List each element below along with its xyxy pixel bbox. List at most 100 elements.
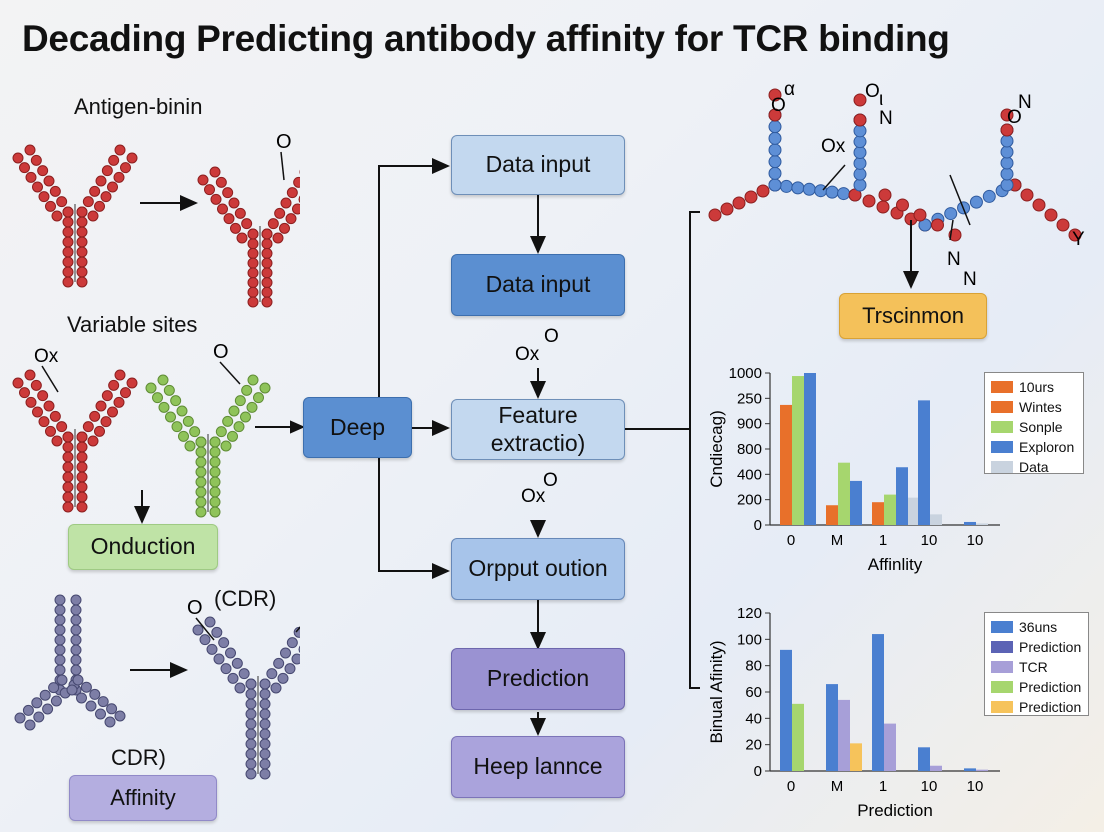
legend-entry: Prediction [991, 677, 1082, 697]
molecule-label-3: N [879, 108, 893, 129]
legend-swatch [991, 661, 1013, 673]
legend-label: 10urs [1019, 379, 1055, 395]
bar [826, 684, 838, 771]
y-tick-label: 60 [745, 684, 762, 701]
bar [930, 765, 942, 771]
flow-atom-ox-2: Ox [521, 486, 546, 507]
y-tick-label: 0 [754, 763, 762, 780]
atom-o-2: O [213, 341, 229, 363]
x-tick-label: 10 [967, 532, 984, 549]
flow-atom-o-2: O [543, 470, 558, 491]
data-input-box-2: Data input [451, 254, 625, 316]
x-tick-label: 10 [921, 532, 938, 549]
bar [964, 768, 976, 771]
y-tick-label: 120 [737, 605, 762, 622]
bar [918, 400, 930, 525]
flow-atom-ox-1: Ox [515, 344, 540, 365]
y-tick-label: 80 [745, 658, 762, 675]
heep-box: Heep lannce [451, 736, 625, 798]
antibody-red-3 [12, 369, 138, 513]
x-tick-label: 10 [921, 778, 938, 795]
bar [918, 747, 930, 771]
prediction-box: Prediction [451, 648, 625, 710]
molecule-label-4: ι [879, 89, 883, 110]
y-tick-label: 0 [754, 517, 762, 534]
x-tick-label: 0 [787, 532, 795, 549]
legend-entry: Prediction [991, 697, 1082, 717]
atom-o-1: O [276, 131, 292, 153]
x-tick-label: 0 [787, 778, 795, 795]
legend-entry: Wintes [991, 397, 1077, 417]
legend-label: Prediction [1019, 699, 1082, 715]
legend-label: 36uns [1019, 619, 1058, 635]
antibody-red-2 [197, 166, 300, 308]
label-variable-sites: Variable sites [67, 312, 198, 337]
legend-swatch [991, 381, 1013, 393]
molecule-label-7: N [1018, 92, 1032, 113]
right-bracket [689, 211, 700, 689]
legend-label: TCR [1019, 659, 1048, 675]
x-tick-label: 1 [879, 532, 887, 549]
y-tick-label: 1000 [729, 365, 762, 382]
label-cdr-top: (CDR) [214, 586, 277, 611]
legend-label: Wintes [1019, 399, 1062, 415]
y-tick-label: 200 [737, 492, 762, 509]
y-axis-label: Binual Afinity) [707, 641, 726, 744]
legend-swatch [991, 441, 1013, 453]
antibody-purple-1 [14, 594, 126, 731]
legend-entry: Sonple [991, 417, 1077, 437]
y-tick-label: 250 [737, 390, 762, 407]
molecule-label-5: Ox [821, 136, 846, 157]
antibody-purple-2 [192, 616, 300, 780]
flow-atom-o-1: O [544, 326, 559, 347]
bar [908, 497, 920, 525]
legend-swatch [991, 401, 1013, 413]
bar [792, 703, 804, 771]
x-axis-label: Affinlity [868, 555, 923, 574]
atom-ox-1: Ox [34, 346, 59, 367]
molecule-label-0: O [771, 95, 786, 116]
flow-connectors: Ox O Ox O [290, 158, 690, 736]
y-tick-label: 100 [737, 631, 762, 648]
y-tick-label: 800 [737, 441, 762, 458]
label-cdr-bottom: CDR) [111, 745, 166, 770]
bar [850, 743, 862, 771]
bar [930, 514, 942, 525]
bar [964, 521, 976, 525]
onduction-box: Onduction [68, 524, 218, 570]
legend-swatch [991, 681, 1013, 693]
bar [780, 649, 792, 771]
legend-swatch [991, 461, 1013, 473]
bar [872, 502, 884, 525]
molecule-label-1: α [784, 79, 795, 100]
bar [838, 699, 850, 771]
bar [780, 404, 792, 525]
x-tick-label: 1 [879, 778, 887, 795]
bar [826, 505, 838, 525]
bar [850, 480, 862, 525]
bar [792, 376, 804, 525]
atom-o-3: O [187, 597, 203, 619]
y-tick-label: 900 [737, 416, 762, 433]
legend-entry: Exploron [991, 437, 1077, 457]
legend-entry: Prediction [991, 637, 1082, 657]
data-input-box-1: Data input [451, 135, 625, 195]
bar [896, 467, 908, 525]
bar [804, 373, 816, 525]
y-tick-label: 20 [745, 737, 762, 754]
bar [884, 494, 896, 525]
x-axis-label: Prediction [857, 801, 933, 820]
page-title: Decading Predicting antibody affinity fo… [22, 18, 950, 59]
x-tick-label: M [831, 532, 844, 549]
legend-label: Prediction [1019, 679, 1082, 695]
deep-box: Deep [303, 397, 412, 458]
molecule-label-6: O [1007, 107, 1022, 128]
x-tick-label: 10 [967, 778, 984, 795]
legend-swatch [991, 621, 1013, 633]
antibody-red-1 [12, 144, 138, 288]
output-box: Orpput oution [451, 538, 625, 600]
bar [976, 523, 988, 525]
